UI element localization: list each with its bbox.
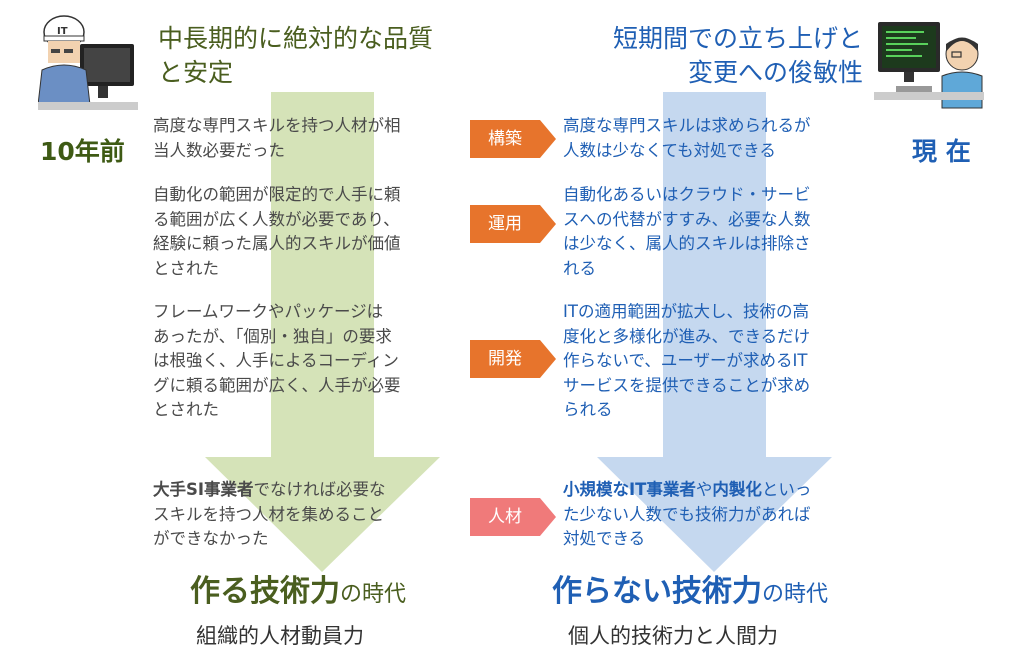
past-era-title: 作る技術力の時代 (190, 566, 406, 610)
text-line: 当人数必要だった (153, 140, 285, 160)
past-heading: 中長期的に絶対的な品質 と安定 (158, 22, 433, 90)
text-line: とされた (153, 258, 219, 278)
build-present-text: 高度な専門スキルは求められるが 人数は少なくても対処できる (563, 114, 883, 163)
worker-present-illustration (874, 22, 984, 109)
build-past-text: 高度な専門スキルを持つ人材が相 当人数必要だった (153, 114, 463, 163)
text-line: ITの適用範囲が拡大し、技術の高 (563, 302, 809, 321)
dev-present-text: ITの適用範囲が拡大し、技術の高 度化と多様化が進み、できるだけ 作らないで、ユ… (563, 300, 883, 423)
text-line: とされた (153, 400, 219, 419)
left-down-arrow (205, 92, 440, 572)
text-line: といっ (761, 480, 812, 499)
text-line: スへの代替がすすみ、必要な人数 (563, 209, 811, 229)
tag-build-label: 構築 (488, 129, 522, 149)
text-line: られる (563, 400, 613, 419)
right-down-arrow (597, 92, 832, 572)
talent-present-highlight-1: 小規模なIT事業者 (563, 480, 696, 499)
text-line: 自動化あるいはクラウド・サービ (563, 185, 811, 204)
past-era-subtitle: 組織的人材動員力 (196, 624, 364, 648)
text-line: スキルを持つ人材を集めること (153, 504, 384, 524)
tag-talent-label: 人材 (488, 507, 522, 527)
text-line: 自動化の範囲が限定的で人手に頼 (153, 185, 401, 204)
text-line: 度化と多様化が進み、できるだけ (563, 326, 811, 346)
text-line: サービスを提供できることが求め (563, 375, 811, 395)
text-line: あったが、「個別・独自」の要求 (153, 326, 392, 346)
tag-dev-label: 開発 (488, 349, 522, 369)
text-line: ができなかった (153, 529, 269, 548)
tag-build: 構築 (470, 120, 556, 158)
present-heading: 短期間での立ち上げと 変更への俊敏性 (573, 22, 863, 90)
present-era-big: 作らない技術力 (552, 574, 762, 609)
tag-talent: 人材 (470, 498, 556, 536)
text-line: 作らないで、ユーザーが求めるIT (563, 351, 808, 370)
tag-ops: 運用 (470, 205, 556, 243)
text-line: 対処できる (563, 529, 646, 548)
talent-past-highlight: 大手SI事業者 (153, 480, 254, 499)
ops-past-text: 自動化の範囲が限定的で人手に頼 る範囲が広く人数が必要であり、 経験に頼った属人… (153, 183, 473, 281)
text-line: 高度な専門スキルは求められるが (563, 116, 811, 135)
past-label: 10年前 (40, 137, 125, 166)
past-heading-line-1: 中長期的に絶対的な品質 (158, 24, 434, 53)
text-line: 経験に頼った属人的スキルが価値 (153, 234, 401, 253)
text-line: は少なく、属人的スキルは排除さ (563, 234, 811, 253)
past-era-big: 作る技術力 (190, 574, 340, 609)
present-era-small: の時代 (762, 582, 829, 607)
present-heading-line-1: 短期間での立ち上げと (612, 24, 863, 53)
text-line: グに頼る範囲が広く、人手が必要 (153, 375, 401, 395)
text-line: た少ない人数でも技術力があれば (563, 504, 811, 524)
present-label: 現 在 (912, 137, 971, 166)
worker-past-illustration: IT (38, 15, 138, 110)
present-era-title: 作らない技術力の時代 (552, 566, 828, 610)
text-line: る範囲が広く人数が必要であり、 (153, 209, 400, 229)
text-line: でなければ必要な (253, 480, 386, 499)
text-line: 高度な専門スキルを持つ人材が相 (153, 116, 401, 135)
talent-past-text: 大手SI事業者でなければ必要な スキルを持つ人材を集めること ができなかった (153, 478, 473, 552)
tag-dev: 開発 (470, 340, 556, 378)
text-line: は根強く、人手によるコーディン (153, 351, 399, 370)
text-line: 人数は少なくても対処できる (563, 140, 776, 160)
helmet-label: IT (57, 26, 68, 37)
tag-ops-label: 運用 (488, 214, 522, 234)
present-era-subtitle: 個人的技術力と人間力 (568, 624, 778, 648)
talent-present-highlight-2: 内製化 (712, 480, 762, 499)
dev-past-text: フレームワークやパッケージは あったが、「個別・独自」の要求 は根強く、人手によ… (153, 300, 473, 423)
past-heading-line-2: と安定 (158, 58, 234, 87)
talent-present-text: 小規模なIT事業者や内製化といっ た少ない人数でも技術力があれば 対処できる (563, 478, 893, 552)
text-line: れる (563, 258, 596, 278)
text-line: フレームワークやパッケージは (153, 302, 384, 321)
past-era-small: の時代 (340, 582, 407, 607)
present-heading-line-2: 変更への俊敏性 (687, 58, 863, 87)
text-line: や (695, 480, 713, 499)
ops-present-text: 自動化あるいはクラウド・サービ スへの代替がすすみ、必要な人数 は少なく、属人的… (563, 183, 883, 281)
